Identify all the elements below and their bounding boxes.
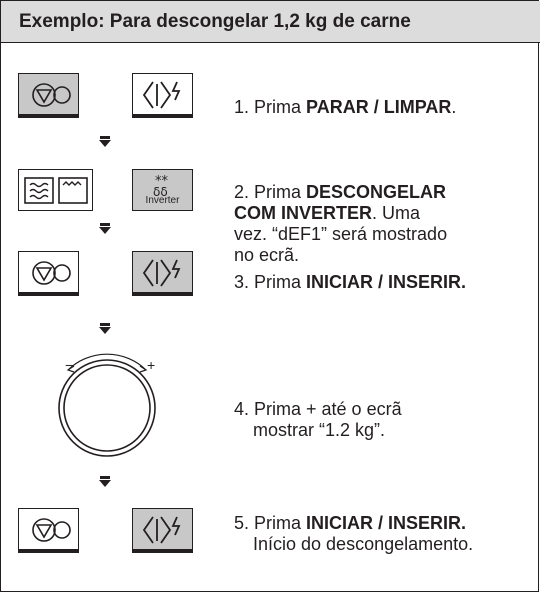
inverter-defrost-button[interactable]: ** δδ Inverter (132, 169, 193, 211)
stop-clear-button[interactable] (18, 508, 79, 553)
step-3: 3. Prima INICIAR / INSERIR. (234, 272, 467, 292)
start-icon (142, 259, 181, 287)
start-icon (142, 81, 181, 109)
start-enter-button[interactable] (132, 251, 193, 296)
dial-minus-label: − (65, 357, 74, 373)
step-5: 5. Prima INICIAR / INSERIR. Início do de… (234, 513, 474, 554)
stop-icon (32, 518, 71, 542)
stop-icon (32, 83, 71, 107)
snowflake-drop-icon: ** δδ (153, 174, 169, 199)
down-arrow-icon (99, 136, 111, 147)
start-icon (142, 516, 181, 544)
step-4: 4. Prima + até o ecrã mostrar “1.2 kg”. (234, 399, 402, 440)
start-enter-button[interactable] (132, 73, 193, 118)
inverter-label: Inverter (145, 195, 180, 206)
svg-text:**: ** (155, 174, 169, 189)
start-enter-button[interactable] (132, 508, 193, 553)
dial-plus-label: + (147, 357, 156, 373)
defrost-oven-icon (24, 177, 88, 204)
panel-title: Exemplo: Para descongelar 1,2 kg de carn… (19, 11, 411, 32)
stop-clear-button[interactable] (18, 73, 79, 118)
step-2: 2. Prima DESCONGELAR COM INVERTER. Uma v… (234, 182, 448, 265)
stop-clear-button[interactable] (18, 251, 79, 296)
panel-header: Exemplo: Para descongelar 1,2 kg de carn… (1, 1, 540, 43)
defrost-mode-button[interactable] (18, 169, 93, 211)
down-arrow-icon (99, 323, 111, 334)
svg-text:δδ: δδ (153, 185, 168, 199)
down-arrow-icon (99, 476, 111, 487)
step-1: 1. Prima PARAR / LIMPAR. (234, 97, 457, 117)
selection-dial[interactable] (54, 353, 164, 463)
down-arrow-icon (99, 223, 111, 234)
stop-icon (32, 261, 71, 285)
